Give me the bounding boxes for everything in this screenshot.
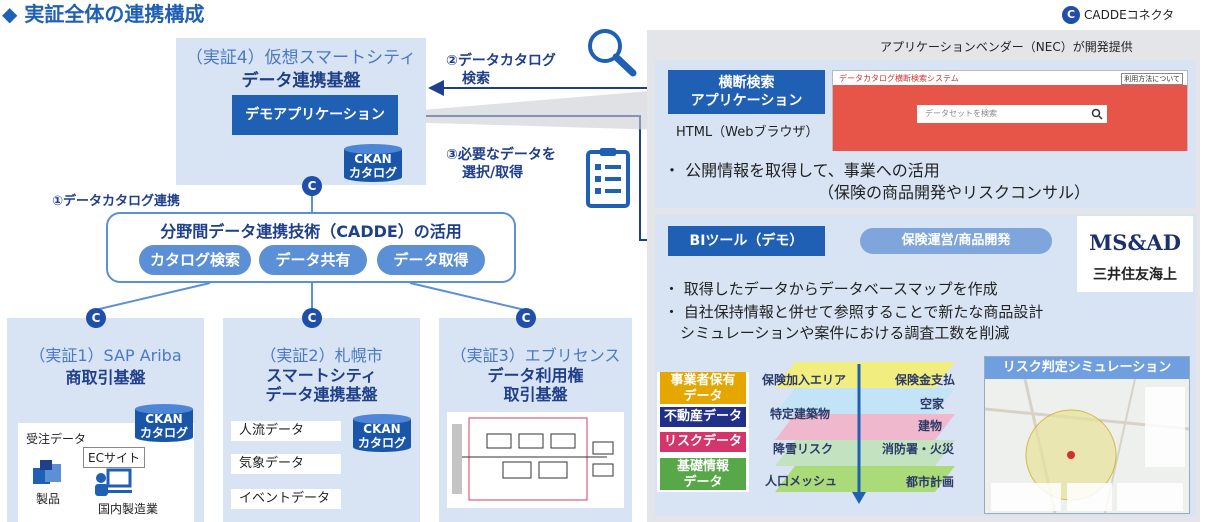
tag-basic-line1: 基礎情報 <box>676 459 729 474</box>
search-bullet-sub: （保険の商品開発やリスクコンサル） <box>818 183 1091 202</box>
demo1-subtitle: 商取引基盤 <box>65 368 146 387</box>
search-app-line1: 横断検索 <box>718 75 775 91</box>
demo3-subtitle2: 取引基盤 <box>503 385 568 404</box>
demo2-subtitle: スマートシティ <box>266 366 377 385</box>
checklist-icon <box>585 146 631 212</box>
demo-app-button[interactable]: デモアプリケーション <box>232 95 398 135</box>
tag-risk-data: リスクデータ <box>660 432 746 452</box>
ckan-label: CKAN <box>363 422 401 436</box>
step2-line2: 検索 <box>462 71 490 87</box>
tag-business-line1: 事業者保有 <box>670 373 736 388</box>
boxes-icon <box>33 460 63 490</box>
search-app-box[interactable]: 横断検索 アプリケーション <box>668 70 825 114</box>
risk-title: リスク判定シミュレーション <box>985 357 1189 379</box>
logo-text: MS&AD <box>1089 230 1181 255</box>
screenshot-title: データカタログ横断検索システム <box>839 74 959 83</box>
tag-basic-info: 基礎情報 データ <box>660 458 746 490</box>
layer-fire-stations: 消防署・火災 <box>882 442 955 456</box>
ckan-catalog-1: CKAN カタログ <box>134 403 194 443</box>
screenshot-search-box[interactable]: データセットを検索 <box>917 105 1107 123</box>
search-bullet: ・ 公開情報を取得して、事業への活用 <box>664 161 940 180</box>
demo1-title: （実証1）SAP Ariba <box>29 346 182 365</box>
tag-business-line2: データ <box>683 389 723 404</box>
data-share-button[interactable]: データ共有 <box>259 245 367 275</box>
product-label: 製品 <box>36 492 61 506</box>
bi-tool-box[interactable]: BIツール（デモ） <box>668 226 825 256</box>
pc-user-icon <box>94 468 134 502</box>
cadde-connector-1: C <box>86 308 106 328</box>
demo2-subtitle2: データ連携基盤 <box>265 385 378 404</box>
layer-urban-planning: 都市計画 <box>906 475 955 489</box>
msad-logo: MS&AD 三井住友海上 <box>1077 216 1193 292</box>
demo2-title: （実証2）札幌市 <box>260 346 383 365</box>
cadde-connector-3: C <box>516 308 536 328</box>
layer-insured-area: 保険加入エリア <box>762 373 847 387</box>
risk-map <box>985 379 1189 513</box>
bi-bullet2-cont: シミュレーションや案件における調査工数を削減 <box>680 324 1010 342</box>
step3-label: ③必要なデータを 選択/取得 <box>446 146 556 182</box>
step2-line1: ②データカタログ <box>446 53 556 69</box>
ckan-catalog-label: カタログ <box>139 426 188 440</box>
layer-population-mesh: 人口メッシュ <box>765 474 838 488</box>
html-note: HTML（Webブラウザ） <box>676 125 819 140</box>
step3-line1: ③必要なデータを <box>446 147 556 163</box>
screenshot-link: 利用方法について <box>1121 73 1183 85</box>
order-data-label: 受注データ <box>26 432 87 446</box>
data-item-weather: 気象データ <box>231 454 341 474</box>
data-item-event: イベントデータ <box>231 489 341 509</box>
ckan-catalog-2: CKAN カタログ <box>352 413 412 453</box>
risk-simulation: リスク判定シミュレーション <box>984 356 1190 514</box>
cadde-legend-icon: C <box>1062 6 1080 24</box>
manufacturer-label: 国内製造業 <box>98 502 159 516</box>
ckan-catalog-label: カタログ <box>348 166 397 180</box>
ckan-catalog-4: CKAN カタログ <box>343 143 403 183</box>
bi-bullet2: ・ 自社保持情報と併せて参照することで新たな商品設計 <box>664 303 1044 321</box>
cadde-title: 分野間データ連携技術（CADDE）の活用 <box>160 222 462 241</box>
layer-buildings: 建物 <box>918 419 943 433</box>
layer-vacant-houses: 空家 <box>920 397 945 411</box>
cadde-legend-label: CADDEコネクタ <box>1084 8 1175 22</box>
ec-site-label: ECサイト <box>83 447 145 468</box>
tag-business-data: 事業者保有 データ <box>660 372 746 404</box>
cadde-connector-2: C <box>302 308 322 328</box>
bi-bullet1: ・ 取得したデータからデータベースマップを作成 <box>664 280 998 298</box>
ckan-label: CKAN <box>354 152 392 166</box>
ckan-catalog-label: カタログ <box>357 436 406 450</box>
insurance-tag: 保険運営/商品開発 <box>860 228 1052 254</box>
search-screenshot: データカタログ横断検索システム 利用方法について データセットを検索 <box>832 70 1188 151</box>
layer-claims-paid: 保険金支払 <box>895 373 956 387</box>
search-app-line2: アプリケーション <box>690 93 803 109</box>
smartcity4-subtitle: データ連携基盤 <box>241 71 361 91</box>
layer-specified-buildings: 特定建築物 <box>770 407 831 421</box>
cadde-connector-4: C <box>302 176 322 196</box>
tag-basic-line2: データ <box>683 475 723 490</box>
demo3-title: （実証3）エブリセンス <box>450 346 621 365</box>
step3-line2: 選択/取得 <box>462 165 524 181</box>
step1-label: ①データカタログ連携 <box>52 194 181 209</box>
vendor-note: アプリケーションベンダー（NEC）が開発提供 <box>880 40 1133 54</box>
layered-map <box>755 358 975 508</box>
tag-real-estate: 不動産データ <box>660 407 746 427</box>
company-name: 三井住友海上 <box>1093 267 1177 283</box>
screenshot-search-icon[interactable] <box>1091 108 1103 120</box>
data-item-people-flow: 人流データ <box>231 421 341 441</box>
ckan-label: CKAN <box>145 412 183 426</box>
catalog-search-button[interactable]: カタログ検索 <box>139 245 251 275</box>
screenshot-placeholder: データセットを検索 <box>925 109 997 118</box>
page-title: ◆ 実証全体の連携構成 <box>2 2 205 26</box>
platform-diagram-thumbnail <box>447 412 624 508</box>
layer-snow-risk: 降雪リスク <box>773 442 834 456</box>
demo3-subtitle: データ利用権 <box>487 366 584 385</box>
step2-label: ②データカタログ 検索 <box>446 52 556 88</box>
magnifier-icon <box>583 26 639 82</box>
smartcity4-title: （実証4）仮想スマートシティ <box>185 48 417 68</box>
data-acquire-button[interactable]: データ取得 <box>377 245 485 275</box>
